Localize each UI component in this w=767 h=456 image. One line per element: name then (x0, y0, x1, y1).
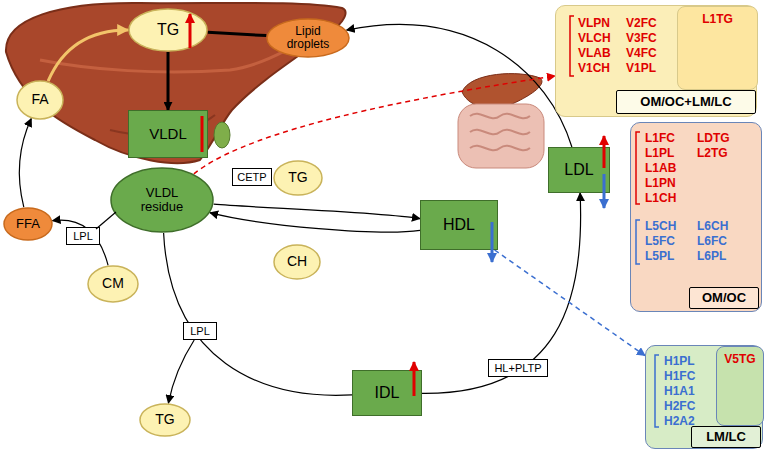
marker-list: L1FC L1PL L1AB L1PN L1CH (645, 131, 676, 206)
arrow-connector (214, 204, 420, 218)
marker-list: H1PL H1FC H1A1 H2FC H2A2 (664, 354, 695, 429)
ellipse-shape (267, 19, 349, 57)
ellipse-node: TG (128, 8, 208, 52)
ellipse-shape (274, 245, 320, 279)
arrow-connector (422, 193, 581, 393)
process-box: IDL (352, 370, 422, 416)
process-box: HDL (420, 200, 498, 250)
node-label: FA (31, 92, 48, 107)
node-label: CH (287, 254, 307, 269)
label-box: OM/OC+LM/LC (616, 90, 756, 114)
arrow-connector (168, 340, 194, 403)
node-label: L1TG (702, 13, 733, 26)
panel-box: V5TG (716, 346, 764, 426)
node-label: HL+PLTP (494, 362, 541, 374)
arrow-connector (53, 220, 109, 265)
marker-list: L6CH L6FC L6PL (697, 219, 728, 264)
node-label: LPL (73, 230, 93, 242)
node-label: FFA (16, 217, 40, 231)
panel: H1PL H1FC H1A1 H2FC H2A2 V5TG LM/LC (645, 345, 763, 449)
arrow-connector (167, 52, 170, 110)
marker-list: L5CH L5FC L5PL (645, 219, 676, 264)
process-box: VLDL (128, 110, 208, 158)
node-label: CM (102, 276, 124, 291)
dashed-arrow (194, 76, 555, 174)
label-box: LPL (183, 322, 217, 340)
node-label: LDL (564, 161, 593, 179)
node-label: TG (155, 412, 174, 427)
ellipse-shape (274, 161, 322, 195)
arrow-connector (19, 119, 31, 208)
node-label: IDL (375, 384, 400, 402)
ellipse-shape (129, 9, 207, 51)
marker-list: V2FC V3FC V4FC V1PL (626, 16, 657, 76)
node-label: TG (288, 170, 307, 185)
node-label: LM/LC (706, 430, 746, 444)
panel: L1FC L1PL L1AB L1PN L1CH LDTG L2TG L5CH L5… (630, 122, 762, 312)
ellipse-node: CH (273, 244, 321, 280)
small-liver-icon (462, 74, 542, 108)
ellipse-node: VLDL residue (110, 167, 214, 233)
label-box: OM/OC (689, 287, 759, 309)
panel-box: L1TG (677, 6, 758, 90)
node-label: OM/OC (702, 291, 746, 305)
intestine-icon (458, 104, 544, 168)
dashed-arrow (495, 250, 645, 356)
ellipse-shape (140, 404, 190, 436)
node-label: HDL (443, 216, 475, 234)
arrow-connector (48, 30, 128, 81)
node-label: Lipid droplets (277, 25, 339, 51)
label-box: LM/LC (691, 426, 761, 448)
ellipse-node: FFA (3, 207, 53, 241)
ellipse-shape (4, 208, 52, 240)
node-label: LPL (190, 325, 210, 337)
intestine-folds (470, 114, 530, 151)
ellipse-node: TG (273, 160, 323, 196)
ellipse-node: CM (87, 265, 139, 303)
ellipse-shape (111, 168, 213, 232)
ellipse-shape (17, 81, 63, 119)
node-label: CETP (237, 171, 266, 183)
label-box: HL+PLTP (488, 359, 548, 377)
node-label: VLDL residue (132, 186, 192, 215)
panel: VLPN VLCH VLAB V1CH V2FC V3FC V4FC V1PL L1… (555, 5, 757, 117)
gallbladder (214, 122, 230, 148)
arrow-connector (210, 213, 420, 232)
marker-list: VLPN VLCH VLAB V1CH (578, 16, 611, 76)
node-label: OM/OC+LM/LC (640, 95, 731, 109)
process-box: LDL (548, 147, 610, 193)
ellipse-node: Lipid droplets (266, 18, 350, 58)
node-label: VLDL (149, 126, 187, 143)
label-box: LPL (66, 227, 100, 245)
node-label: TG (157, 21, 179, 39)
arrow-connector (347, 25, 572, 147)
label-box: CETP (232, 168, 272, 186)
marker-list: LDTG L2TG (697, 131, 730, 161)
arrow-connector (208, 32, 266, 35)
arrow-connector (164, 233, 352, 395)
ellipse-shape (88, 266, 138, 302)
ellipse-node: TG (139, 403, 191, 437)
ellipse-node: FA (16, 80, 64, 120)
node-label: V5TG (724, 353, 755, 366)
